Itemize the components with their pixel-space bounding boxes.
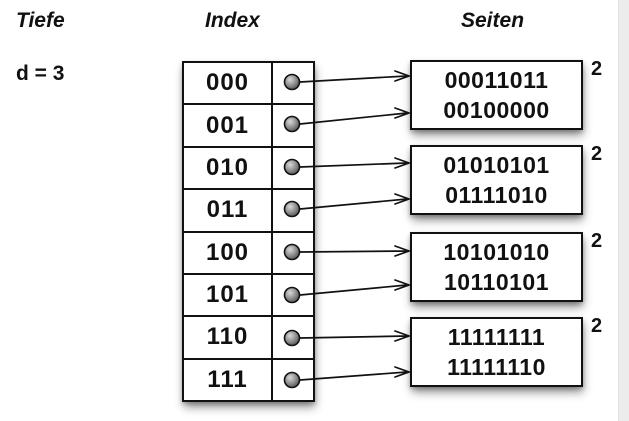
- index-cell-label: 100: [184, 232, 273, 273]
- page-value: 10101010: [443, 239, 550, 265]
- index-table-row: 100: [184, 232, 313, 275]
- page-value: 10110101: [443, 269, 550, 295]
- page-local-depth: 2: [591, 230, 603, 252]
- pages-column-header: Seiten: [461, 9, 525, 32]
- index-table-row: 000: [184, 63, 313, 106]
- page-local-depth: 2: [591, 58, 603, 80]
- index-cell-label: 001: [184, 105, 273, 146]
- pointer-cell: [273, 275, 313, 315]
- index-cell-label: 010: [184, 147, 273, 189]
- page-box: 01010101 01111010: [410, 145, 583, 215]
- pointer-arrow: [299, 107, 412, 125]
- pointer-cell: [273, 105, 313, 145]
- pointer-arrow: [299, 279, 412, 296]
- global-depth-value: d = 3: [16, 62, 65, 85]
- pointer-arrow: [299, 366, 412, 381]
- index-table-row: 011: [184, 190, 313, 233]
- pointer-cell: [273, 190, 313, 230]
- page-value: 01111010: [445, 182, 548, 208]
- index-cell-label: 000: [184, 63, 273, 104]
- index-cell-label: 011: [184, 190, 273, 231]
- index-cell-label: 111: [184, 359, 273, 400]
- page-box: 00011011 00100000: [410, 60, 583, 130]
- index-table-row: 010: [184, 147, 313, 191]
- pointer-cell: [273, 233, 313, 273]
- pointer-arrow: [299, 70, 412, 83]
- index-table-row: 111: [184, 359, 313, 400]
- index-table-row: 001: [184, 105, 313, 148]
- pointer-arrow: [299, 193, 412, 210]
- index-column-header: Index: [205, 9, 260, 32]
- pointer-arrow: [299, 245, 412, 257]
- pointer-arrow: [299, 157, 412, 169]
- depth-column-header: Tiefe: [16, 9, 65, 32]
- pointer-cell: [273, 317, 313, 357]
- page-local-depth: 2: [591, 143, 603, 165]
- pointer-cell: [273, 148, 313, 188]
- pointer-cell: [273, 63, 313, 103]
- index-cell-label: 110: [184, 317, 273, 358]
- page-value: 01010101: [443, 152, 550, 178]
- page-box: 10101010 10110101: [410, 232, 583, 302]
- pointer-cell: [273, 360, 313, 400]
- page-value: 00011011: [444, 67, 549, 93]
- index-table-row: 110: [184, 317, 313, 360]
- page-value: 11111111: [447, 324, 546, 350]
- index-table: 000 001 010 011 100 101 110 111: [182, 61, 315, 402]
- index-cell-label: 101: [184, 274, 273, 316]
- page-value: 11111110: [447, 354, 546, 380]
- pointer-arrow: [299, 330, 412, 342]
- right-edge-strip: [618, 0, 629, 421]
- index-table-row: 101: [184, 274, 313, 318]
- page-box: 11111111 11111110: [410, 317, 583, 387]
- page-local-depth: 2: [591, 315, 603, 337]
- page-value: 00100000: [443, 97, 550, 123]
